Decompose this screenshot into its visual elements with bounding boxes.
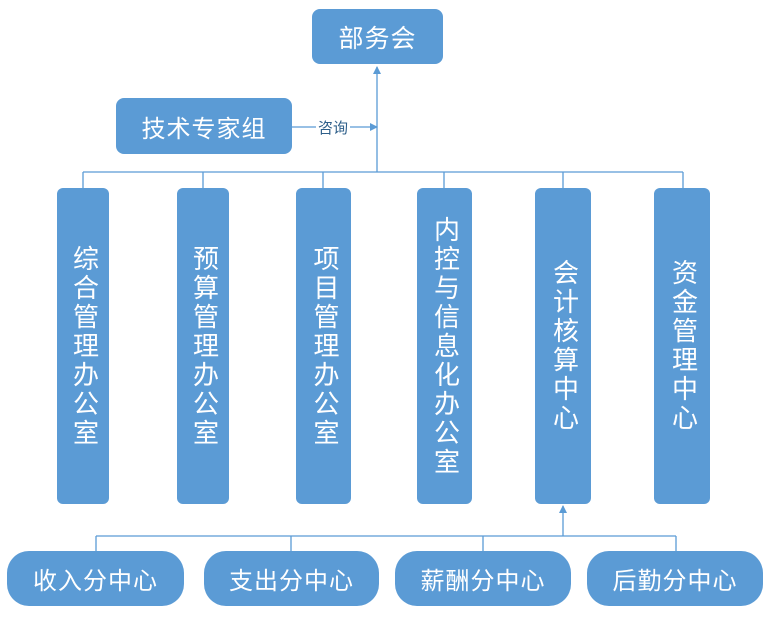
node-label: 综合管理办公室 — [68, 244, 99, 448]
node-label: 资金管理中心 — [667, 259, 698, 433]
node-dept-control[interactable]: 内控与信息化办公室 — [417, 188, 472, 504]
node-label: 支出分中心 — [229, 567, 354, 595]
node-label: 内控与信息化办公室 — [429, 215, 460, 477]
node-label: 后勤分中心 — [612, 567, 738, 595]
node-dept-accounting[interactable]: 会计核算中心 — [535, 188, 591, 504]
node-dept-funds[interactable]: 资金管理中心 — [654, 188, 710, 504]
node-label: 预算管理办公室 — [188, 244, 219, 448]
node-label: 项目管理办公室 — [309, 244, 339, 448]
node-label: 会计核算中心 — [548, 259, 579, 433]
node-department-meeting[interactable]: 部务会 — [312, 9, 443, 64]
node-dept-budget[interactable]: 预算管理办公室 — [177, 188, 229, 504]
node-label: 部务会 — [338, 23, 417, 53]
node-dept-general[interactable]: 综合管理办公室 — [57, 188, 109, 504]
node-sub-logistics[interactable]: 后勤分中心 — [587, 551, 763, 606]
node-sub-payroll[interactable]: 薪酬分中心 — [395, 551, 571, 606]
node-expert-group[interactable]: 技术专家组 — [116, 98, 292, 154]
node-label: 技术专家组 — [141, 114, 267, 143]
node-dept-project[interactable]: 项目管理办公室 — [296, 188, 351, 504]
node-label: 收入分中心 — [33, 567, 158, 595]
consult-label: 咨询 — [316, 117, 351, 138]
node-sub-expense[interactable]: 支出分中心 — [204, 551, 379, 606]
node-sub-income[interactable]: 收入分中心 — [7, 551, 184, 606]
node-label: 薪酬分中心 — [420, 567, 546, 595]
